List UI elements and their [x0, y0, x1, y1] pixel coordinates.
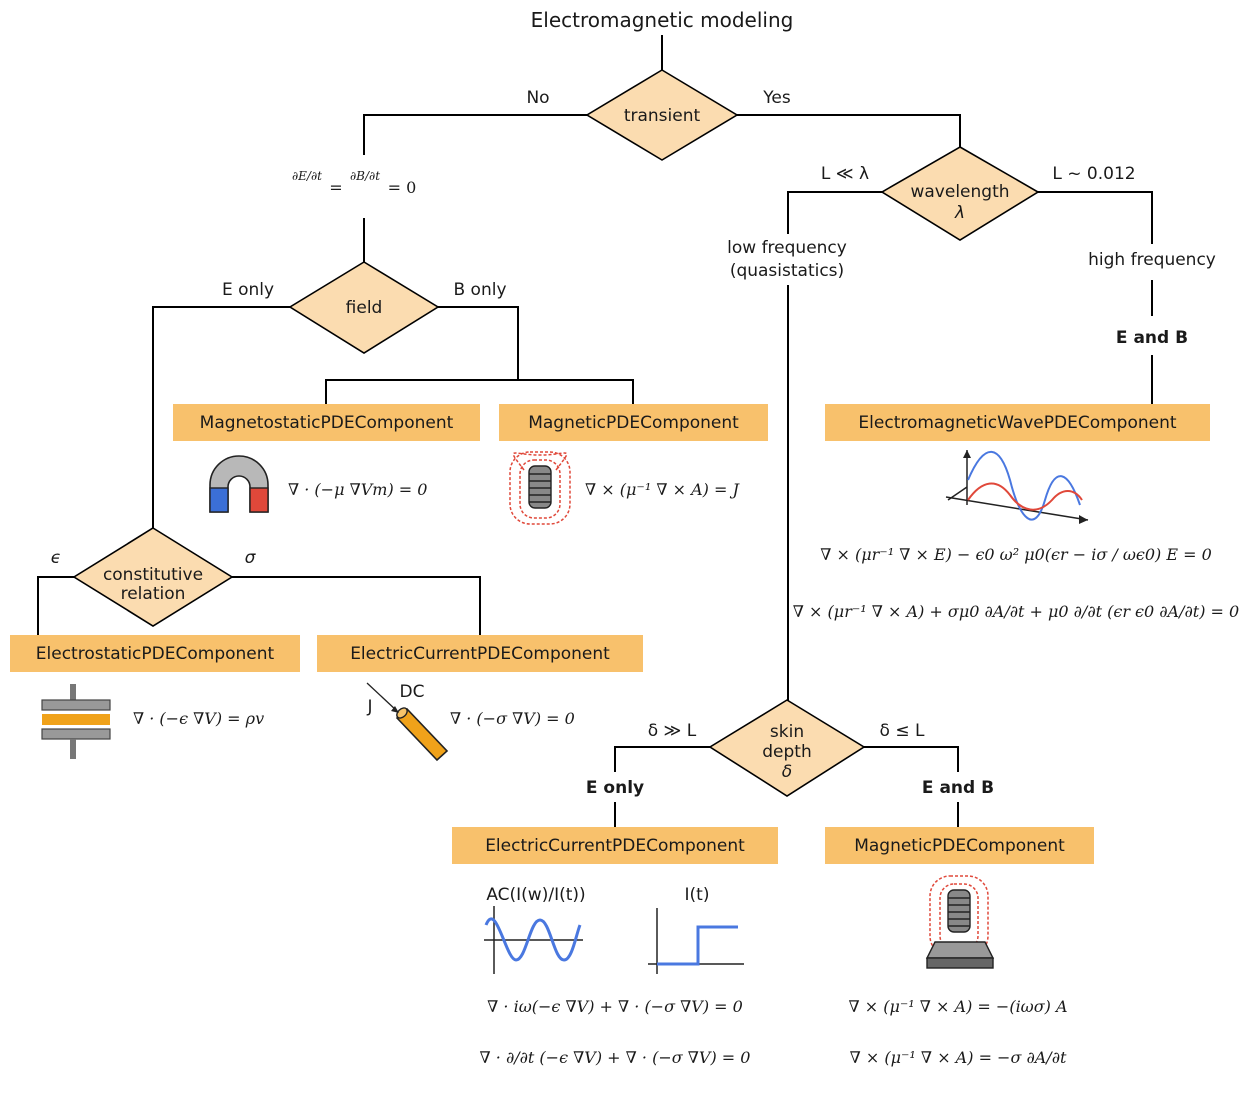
quasistatics-note: (quasistatics) [730, 261, 844, 281]
coil-plate-icon [925, 875, 995, 969]
electrostatic-component-box: ElectrostaticPDEComponent [10, 635, 300, 672]
e-and-b-skin-note: E and B [922, 778, 994, 798]
eq-em-wave-1: ∇ × (μr⁻¹ ∇ × E) − ϵ0 ω² μ0(ϵr − iσ / ωϵ… [820, 545, 1212, 564]
step-plot-icon: I(t) [648, 885, 744, 974]
eq-mag-bottom-2: ∇ × (μ⁻¹ ∇ × A) = −σ ∂A/∂t [850, 1048, 1067, 1067]
wire-label-dc: DC [400, 682, 425, 702]
eq-electrostatic: ∇ · (−ϵ ∇V) = ρv [133, 709, 264, 728]
constitutive-right-label: σ [245, 548, 257, 568]
eq-ec-bottom-1: ∇ · iω(−ϵ ∇V) + ∇ · (−σ ∇V) = 0 [487, 997, 743, 1016]
field-label: field [346, 298, 383, 318]
svg-text:∂E/∂t: ∂E/∂t [292, 169, 322, 183]
field-right-label: B only [453, 280, 506, 300]
magnetic-component-box-top: MagneticPDEComponent [499, 404, 768, 441]
svg-text:=: = [329, 178, 342, 197]
skin-label-1: skin [770, 722, 804, 742]
wavelength-right-label: L ~ 0.012 [1052, 164, 1135, 184]
e-and-b-high-note: E and B [1116, 328, 1188, 348]
eq-magnetic-top: ∇ × (μ⁻¹ ∇ × A) = J [585, 480, 740, 499]
constitutive-label-2: relation [121, 584, 186, 604]
ac-plot-icon: AC(I(w)/I(t)) [484, 885, 586, 974]
skin-right-label: δ ≤ L [880, 721, 925, 741]
eq-magnetostatic: ∇ · (−μ ∇Vm) = 0 [288, 480, 427, 499]
electric-current-component-box-top: ElectricCurrentPDEComponent [317, 635, 643, 672]
magnetostatic-component-box: MagnetostaticPDEComponent [173, 404, 480, 441]
transient-no-label: No [526, 88, 549, 108]
dc-wire-icon: J DC [366, 682, 449, 762]
eq-mag-bottom-1: ∇ × (μ⁻¹ ∇ × A) = −(iωσ) A [848, 997, 1067, 1016]
decision-wavelength: wavelength λ [880, 146, 1040, 241]
decision-skin-depth: skin depth δ [708, 699, 866, 797]
skin-left-label: δ ≫ L [648, 721, 697, 741]
coil-field-icon [509, 451, 571, 525]
wavelength-left-label: L ≪ λ [821, 164, 869, 184]
ac-plot-label: AC(I(w)/I(t)) [486, 885, 585, 905]
svg-text:= 0: = 0 [388, 178, 417, 197]
magnetic-component-box-bottom: MagneticPDEComponent [825, 827, 1094, 864]
wire-label-j: J [366, 697, 372, 717]
constitutive-label-1: constitutive [103, 565, 203, 585]
high-frequency-note: high frequency [1088, 250, 1216, 270]
transient-yes-label: Yes [762, 88, 791, 108]
low-frequency-note: low frequency [727, 238, 847, 258]
connector-lines [37, 35, 1153, 827]
constitutive-left-label: ϵ [51, 548, 61, 568]
eq-electric-current-dc: ∇ · (−σ ∇V) = 0 [450, 709, 575, 728]
eq-em-wave-2: ∇ × (μr⁻¹ ∇ × A) + σμ0 ∂A/∂t + μ0 ∂/∂t (… [793, 602, 1239, 621]
e-only-skin-note: E only [586, 778, 644, 798]
eq-ec-bottom-2: ∇ · ∂/∂t (−ϵ ∇V) + ∇ · (−σ ∇V) = 0 [480, 1048, 751, 1067]
decision-constitutive: constitutive relation [72, 527, 234, 627]
skin-label-2: depth [762, 742, 811, 762]
decision-field: field [288, 261, 440, 354]
diagram-title: Electromagnetic modeling [531, 8, 794, 32]
decision-transient: transient [585, 69, 739, 161]
field-left-label: E only [222, 280, 274, 300]
em-wave-component-box: ElectromagneticWavePDEComponent [825, 404, 1210, 441]
capacitor-icon [41, 684, 111, 759]
static-condition: ∂E/∂t = ∂B/∂t = 0 [292, 169, 416, 197]
electric-current-component-box-bottom: ElectricCurrentPDEComponent [452, 827, 778, 864]
skin-label-3: δ [782, 762, 792, 782]
em-wave-icon [945, 450, 1089, 524]
svg-text:∂B/∂t: ∂B/∂t [350, 169, 380, 183]
step-plot-label: I(t) [685, 885, 710, 905]
transient-label: transient [624, 106, 701, 126]
wavelength-label-2: λ [954, 203, 965, 223]
wavelength-label-1: wavelength [910, 182, 1009, 202]
horseshoe-magnet-icon [209, 455, 269, 513]
